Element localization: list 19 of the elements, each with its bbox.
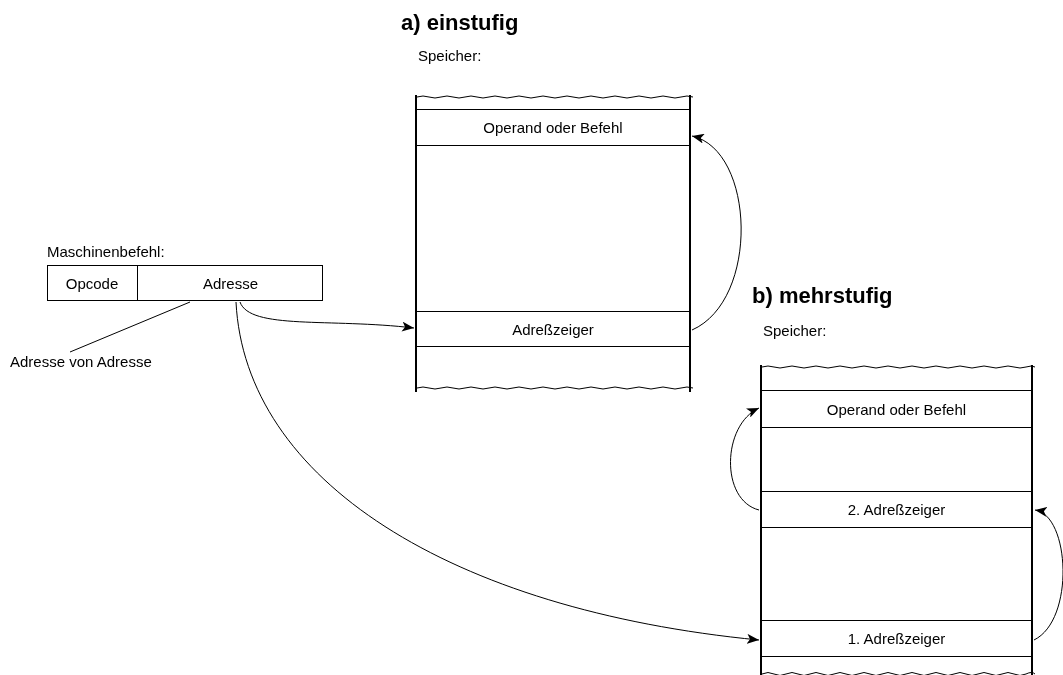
- memory-cell: 2. Adreßzeiger: [760, 491, 1033, 528]
- section-label: Maschinenbefehl:: [47, 243, 165, 260]
- address-field: Adresse: [138, 265, 323, 301]
- arrow: [730, 407, 760, 511]
- memory-cell: Adreßzeiger: [415, 311, 691, 347]
- annotation-text: Adresse von Adresse: [10, 353, 152, 370]
- arrow: [239, 301, 415, 332]
- section-label: Speicher:: [763, 322, 827, 339]
- section-title: a) einstufig: [401, 10, 519, 36]
- memory-cell: Operand oder Befehl: [760, 390, 1033, 428]
- arrow: [691, 135, 742, 331]
- section-label: Speicher:: [418, 47, 482, 64]
- arrow: [235, 301, 760, 644]
- opcode-field: Opcode: [47, 265, 138, 301]
- memory-cell: 1. Adreßzeiger: [760, 620, 1033, 657]
- memory-cell: Operand oder Befehl: [415, 109, 691, 146]
- leader-line: [69, 301, 191, 353]
- section-title: b) mehrstufig: [752, 283, 893, 309]
- arrow: [1033, 509, 1063, 641]
